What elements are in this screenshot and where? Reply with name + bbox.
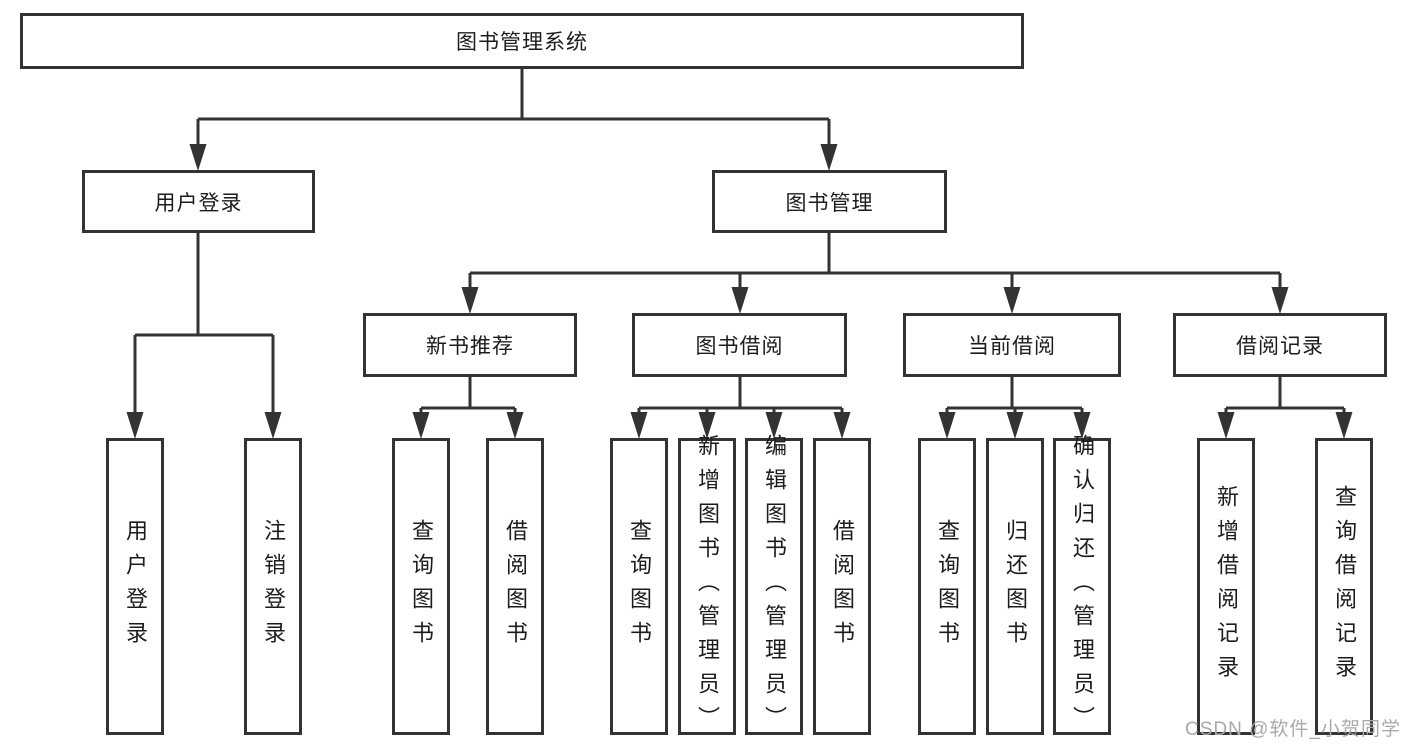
arrow-down-icon <box>1335 412 1353 439</box>
node-leaf-borrow-books: 借阅图书 <box>813 438 871 735</box>
node-leaf-return-books: 归还图书 <box>986 438 1044 735</box>
node-label: 归还图书 <box>1003 518 1028 655</box>
node-label: 图书管理 <box>785 191 874 215</box>
arrow-down-icon <box>1271 287 1289 314</box>
node-leaf-query-books-borrowing: 查询图书 <box>610 438 668 735</box>
arrow-down-icon <box>506 412 524 439</box>
node-label: 查询图书 <box>935 518 960 655</box>
arrow-down-icon <box>630 412 648 439</box>
node-leaf-user-login: 用户登录 <box>106 438 164 735</box>
node-borrowing-records: 借阅记录 <box>1173 313 1387 377</box>
node-current-borrowing: 当前借阅 <box>903 313 1121 377</box>
node-leaf-add-borrow-record: 新增借阅记录 <box>1197 438 1255 735</box>
node-label: 查询图书 <box>409 518 434 655</box>
node-label: 图书借阅 <box>695 335 784 358</box>
arrow-down-icon <box>820 144 838 171</box>
arrow-down-icon <box>938 412 956 439</box>
node-book-management: 图书管理 <box>712 170 947 233</box>
node-label: 查询借阅记录 <box>1332 484 1357 689</box>
node-label: 当前借阅 <box>968 335 1056 358</box>
arrowheads <box>126 144 1353 439</box>
node-leaf-logout: 注销登录 <box>244 438 302 735</box>
node-label: 新书推荐 <box>426 335 514 358</box>
node-label: 图书管理系统 <box>456 31 588 54</box>
arrow-down-icon <box>1003 287 1021 314</box>
arrow-down-icon <box>126 412 144 439</box>
node-label: 借阅记录 <box>1236 335 1324 358</box>
node-label: 借阅图书 <box>503 518 528 655</box>
node-label: 用户登录 <box>123 518 148 655</box>
arrow-down-icon <box>1217 412 1235 439</box>
node-leaf-confirm-return-admin: 确认归还（管理员） <box>1053 434 1111 740</box>
node-label: 用户登录 <box>154 191 243 215</box>
arrow-down-icon <box>264 412 282 439</box>
node-leaf-add-books-admin: 新增图书（管理员） <box>678 434 736 740</box>
node-leaf-query-borrow-record: 查询借阅记录 <box>1315 438 1373 735</box>
node-label: 借阅图书 <box>830 518 855 655</box>
arrow-down-icon <box>698 412 716 439</box>
arrow-down-icon <box>1073 412 1091 439</box>
node-leaf-borrow-books-recommend: 借阅图书 <box>486 438 544 735</box>
arrow-down-icon <box>731 287 749 314</box>
connector-lines <box>133 69 1346 414</box>
node-label: 确认归还（管理员） <box>1070 433 1095 740</box>
arrow-down-icon <box>189 144 207 171</box>
arrow-down-icon <box>1006 412 1024 439</box>
node-label: 注销登录 <box>261 518 286 655</box>
node-user-login-module: 用户登录 <box>82 170 315 233</box>
node-leaf-query-books-current: 查询图书 <box>918 438 976 735</box>
node-label: 查询图书 <box>627 518 652 655</box>
arrow-down-icon <box>765 412 783 439</box>
node-library-management-system: 图书管理系统 <box>20 13 1024 69</box>
arrow-down-icon <box>833 412 851 439</box>
watermark: CSDN @软件_小贺同学 <box>1185 719 1401 740</box>
node-label: 编辑图书（管理员） <box>762 433 787 740</box>
node-leaf-edit-books-admin: 编辑图书（管理员） <box>745 434 803 740</box>
arrow-down-icon <box>461 287 479 314</box>
arrow-down-icon <box>412 412 430 439</box>
node-new-book-recommendation: 新书推荐 <box>363 313 577 377</box>
node-book-borrowing: 图书借阅 <box>632 313 847 377</box>
node-label: 新增借阅记录 <box>1214 484 1239 689</box>
node-leaf-query-books-recommend: 查询图书 <box>392 438 450 735</box>
node-label: 新增图书（管理员） <box>695 433 720 740</box>
